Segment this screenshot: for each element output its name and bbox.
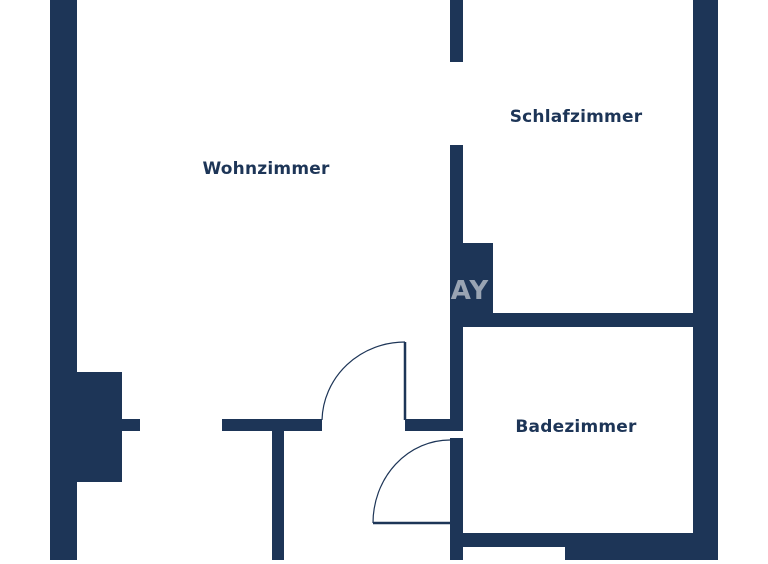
wall-pillar [450,243,493,315]
bathroom-bottom-block [565,533,693,560]
room-label-badezimmer: Badezimmer [515,417,637,437]
hallway-wall-left [120,419,140,431]
left-column-block [50,372,122,482]
partition-lower [450,438,463,560]
hallway-wall-middle [222,419,322,431]
watermark: AY [450,276,490,306]
room-label-wohnzimmer: Wohnzimmer [202,159,330,179]
living-room-door-swing [321,341,406,421]
hallway-wall-right [405,419,463,431]
bathroom-door-swing [372,439,451,524]
outer-wall-right [693,0,718,560]
hallway-divider [272,431,284,560]
partition-upper [450,0,463,62]
room-label-schlafzimmer: Schlafzimmer [509,107,643,127]
bedroom-bathroom-wall [450,313,718,327]
